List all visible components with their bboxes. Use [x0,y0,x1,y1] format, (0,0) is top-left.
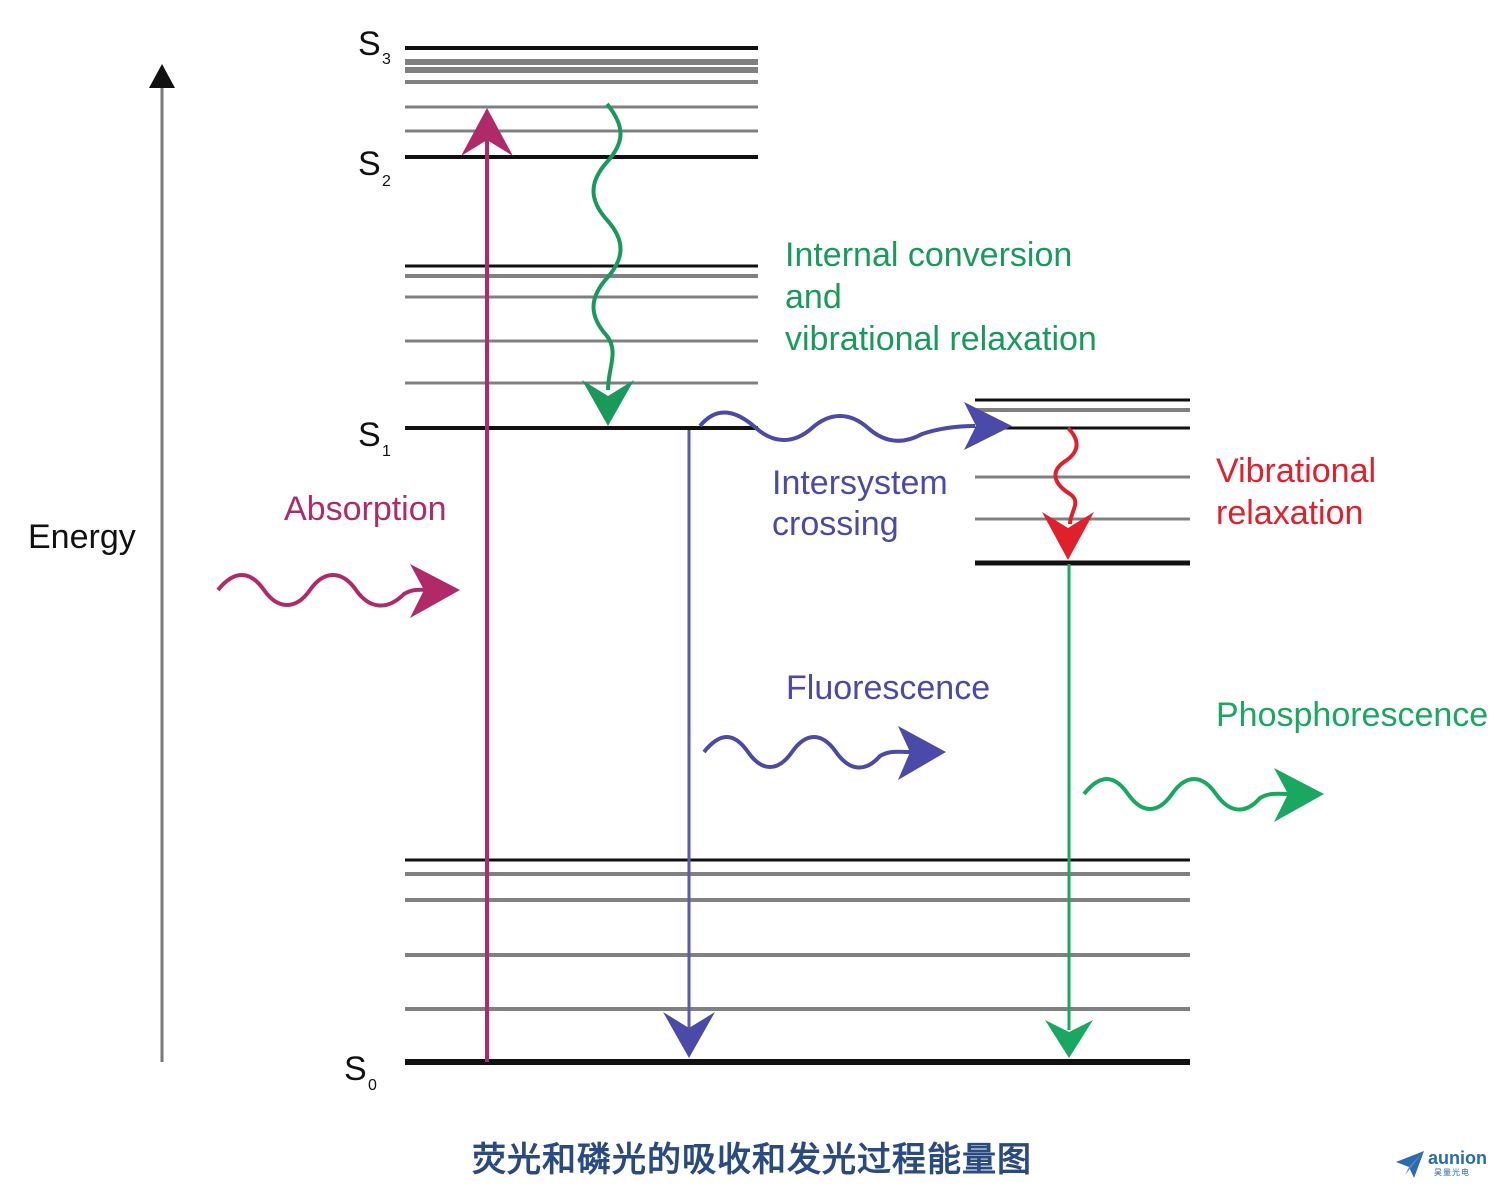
energy-axis [149,64,175,1062]
paper-plane-icon [1396,1151,1424,1178]
vibrational-relaxation-arrow [1042,426,1094,560]
state-label-s0: S 0 [344,1050,377,1094]
svg-text:3: 3 [382,51,391,68]
state-label-s2: S 2 [358,145,391,190]
state-label-s3: S 3 [358,25,391,68]
svg-text:1: 1 [382,443,391,460]
vibrational-relaxation-label: Vibrational relaxation [1216,452,1376,532]
svg-text:S: S [344,1050,367,1088]
jablonski-diagram: Energy S 3 S 2 [28,25,1488,1094]
svg-text:S: S [358,25,381,63]
internal-conversion-label: Internal conversion and vibrational rela… [785,236,1097,358]
svg-text:2: 2 [382,173,391,190]
phosphorescence-photon-icon [1082,768,1324,822]
absorption-label: Absorption [284,490,447,528]
intersystem-crossing-arrow [698,402,1012,450]
absorption-arrow [461,108,513,1062]
state-label-s1: S 1 [358,416,391,460]
svg-text:S: S [358,145,381,183]
brand-logo-word: aunion [1428,1148,1487,1168]
svg-text:S: S [358,416,381,454]
brand-logo-subtext: 昊量光电 [1434,1168,1470,1177]
svg-text:Internal conversion: Internal conversion [785,236,1072,274]
energy-axis-label: Energy [28,518,136,556]
svg-text:Intersystem: Intersystem [772,464,948,502]
svg-text:0: 0 [368,1077,377,1094]
phosphorescence-transition-arrow [1045,564,1093,1058]
fluorescence-label: Fluorescence [786,669,990,707]
svg-text:relaxation: relaxation [1216,494,1363,532]
brand-logo: aunion 昊量光电 [1394,1148,1498,1182]
intersystem-crossing-label: Intersystem crossing [772,464,948,543]
svg-text:vibrational relaxation: vibrational relaxation [785,320,1097,358]
fluorescence-photon-icon [702,726,946,780]
energy-levels [405,46,1190,1065]
phosphorescence-label: Phosphorescence [1216,696,1488,734]
fluorescence-transition-arrow [663,430,715,1058]
svg-text:crossing: crossing [772,505,899,543]
figure-caption: 荧光和磷光的吸收和发光过程能量图 [472,1140,1032,1180]
svg-text:and: and [785,278,842,316]
internal-conversion-arrow [582,102,634,426]
svg-text:Vibrational: Vibrational [1216,452,1376,490]
absorption-photon-icon [216,564,460,618]
